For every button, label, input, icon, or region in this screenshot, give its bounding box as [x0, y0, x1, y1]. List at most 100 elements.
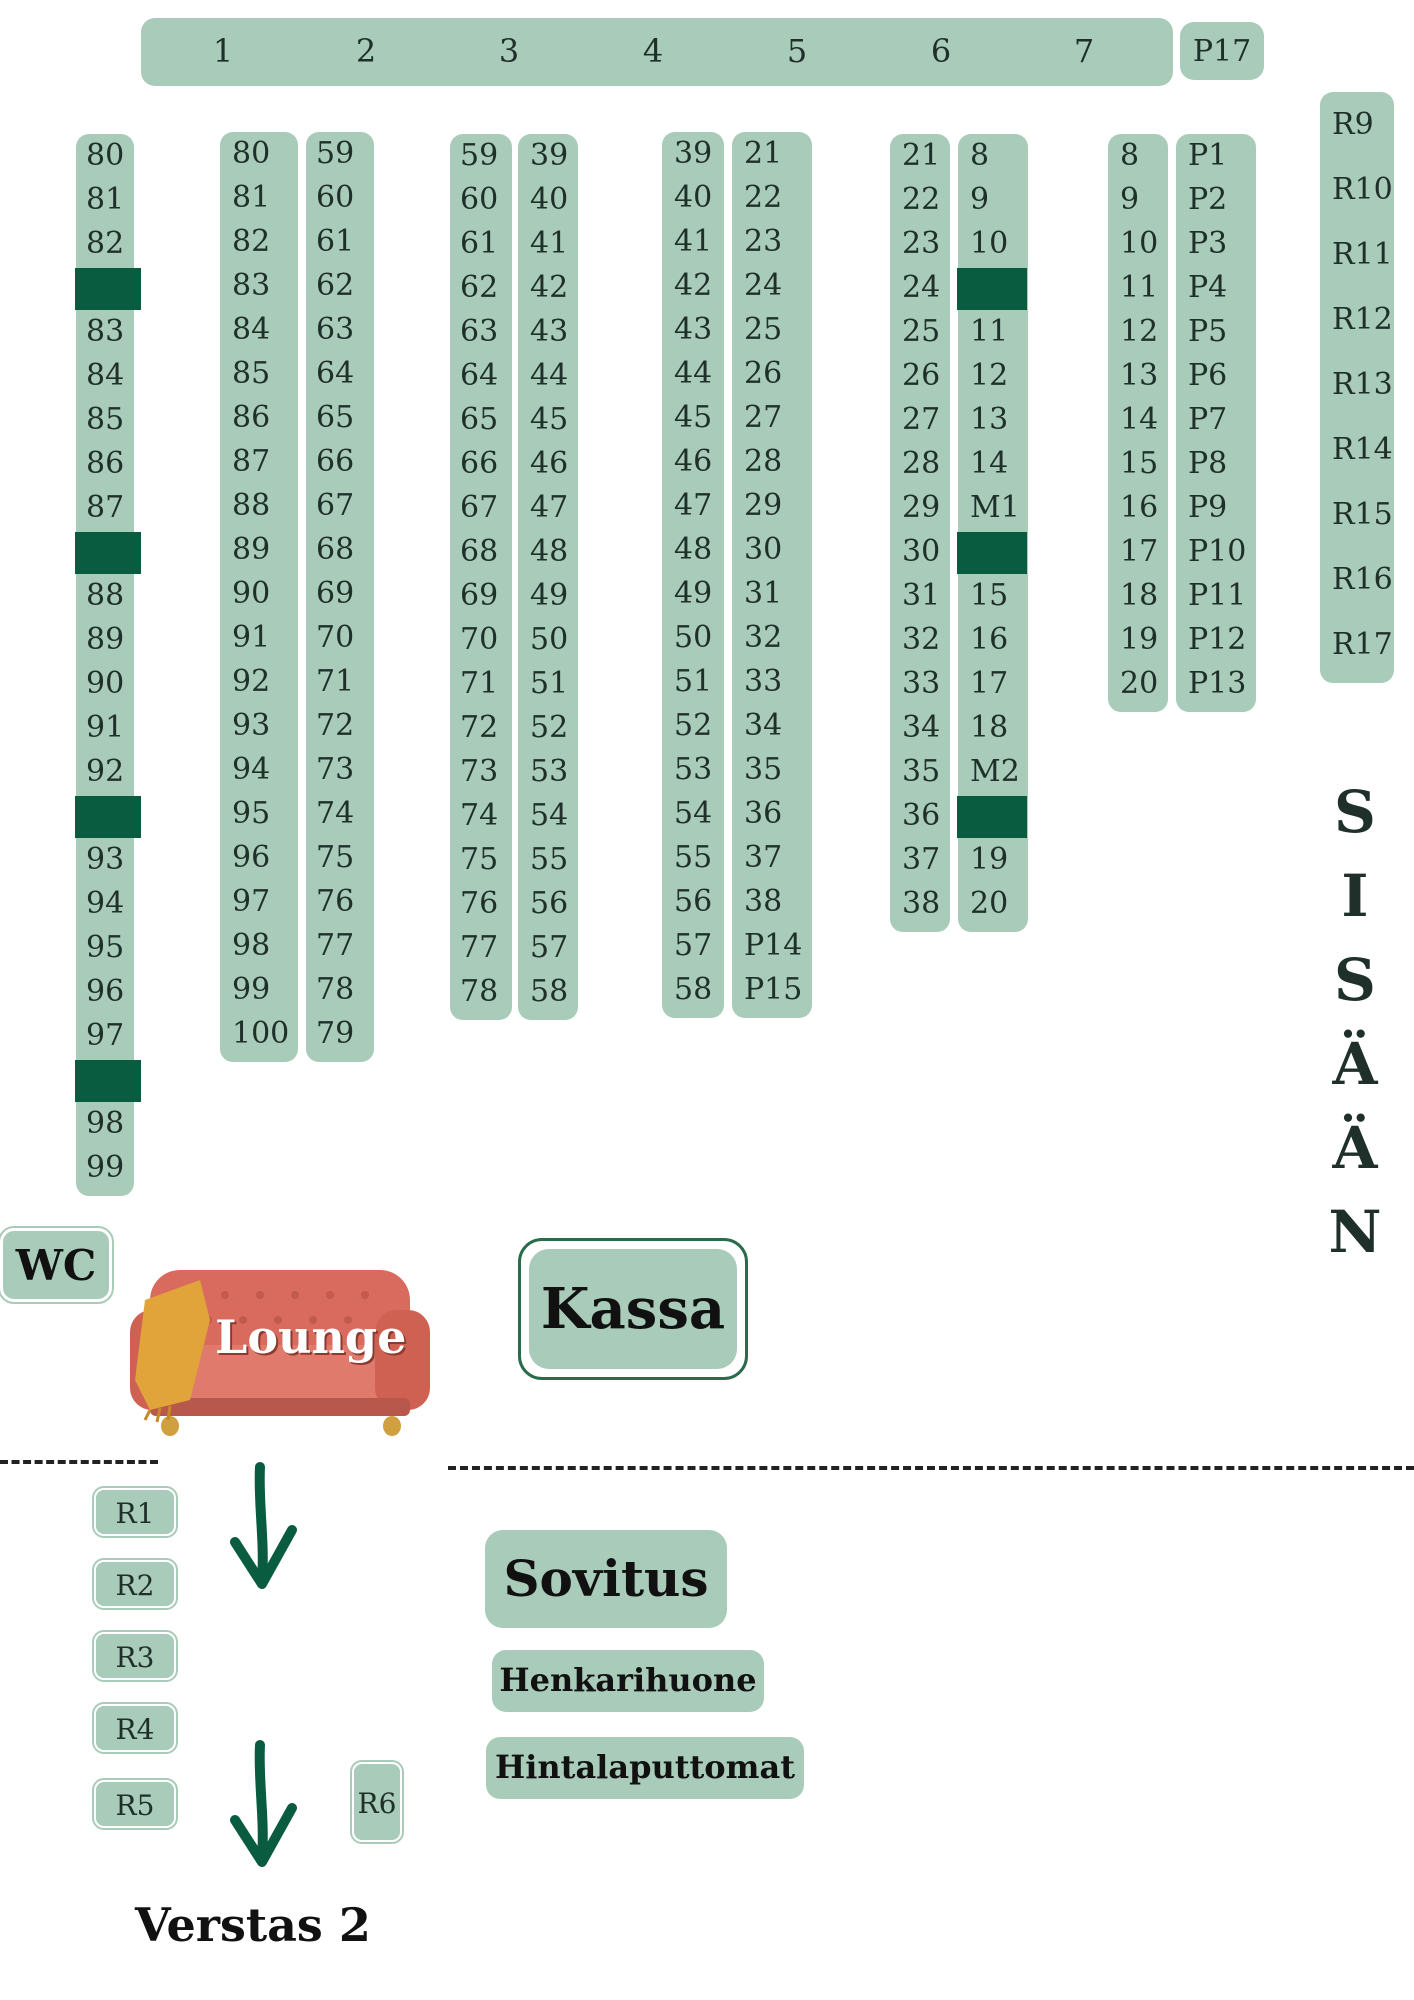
rack-slot: 72: [316, 708, 355, 743]
rack-slot: 83: [86, 314, 125, 349]
rack-slot: P12: [1188, 622, 1247, 657]
rack-slot: 84: [232, 312, 271, 347]
verstas-label: Verstas 2: [135, 1898, 371, 1952]
rack-slot: 92: [86, 754, 125, 789]
rack-slot: 85: [86, 402, 125, 437]
lounge-area: Lounge: [130, 1260, 430, 1440]
rack-slot: 19: [1120, 622, 1159, 657]
rack-slot: 68: [460, 534, 499, 569]
rack-slot: 67: [316, 488, 355, 523]
rack-slot: 13: [970, 402, 1009, 437]
aisle-number: 5: [786, 32, 808, 70]
rack-slot: 81: [232, 180, 271, 215]
rack-slot: 71: [460, 666, 499, 701]
rack-slot: 35: [902, 754, 941, 789]
rack-slot: 44: [674, 356, 713, 391]
rack-slot: 72: [460, 710, 499, 745]
rack-slot: 93: [86, 842, 125, 877]
aisle-number: 7: [1073, 32, 1095, 70]
rack-slot: 25: [902, 314, 941, 349]
blocked-slot: [957, 796, 1027, 838]
rack-slot: R17: [1332, 626, 1393, 662]
rack-slot: 94: [86, 886, 125, 921]
rack-slot: 59: [316, 136, 355, 171]
rack-slot: 35: [744, 752, 783, 787]
rack-slot: 18: [970, 710, 1009, 745]
rack-slot: 93: [232, 708, 271, 743]
rack-slot: 46: [674, 444, 713, 479]
rack-slot: 32: [744, 620, 783, 655]
rack-slot: P5: [1188, 314, 1228, 349]
rack-slot: 98: [232, 928, 271, 963]
rack-slot: 80: [232, 136, 271, 171]
kassa-label: Kassa: [529, 1249, 737, 1369]
rack-slot: 96: [86, 974, 125, 1009]
rack-slot: 27: [744, 400, 783, 435]
rack-slot: 11: [1120, 270, 1159, 305]
rack-slot: 22: [902, 182, 941, 217]
rack-slot: 13: [1120, 358, 1159, 393]
rack-column: [1320, 92, 1394, 683]
rack-slot: 8: [970, 138, 990, 173]
rack-slot: 90: [86, 666, 125, 701]
rack-slot: 82: [86, 226, 125, 261]
rack-slot: P11: [1188, 578, 1247, 613]
aisle-number: 4: [642, 32, 664, 70]
rack-slot: 62: [460, 270, 499, 305]
rack-slot: 44: [530, 358, 569, 393]
rack-slot: 42: [674, 268, 713, 303]
rack-slot: 70: [316, 620, 355, 655]
rack-slot: 40: [674, 180, 713, 215]
rack-slot: 38: [902, 886, 941, 921]
rack-slot: 45: [530, 402, 569, 437]
rack-slot: 24: [902, 270, 941, 305]
rack-slot: P1: [1188, 138, 1228, 173]
rack-slot: 27: [902, 402, 941, 437]
rack-slot: 59: [460, 138, 499, 173]
rack-slot: 26: [902, 358, 941, 393]
rack-slot: 52: [530, 710, 569, 745]
rack-column: [450, 134, 512, 1020]
rack-slot: P4: [1188, 270, 1228, 305]
rack-column: [890, 134, 950, 932]
rack-slot: 69: [316, 576, 355, 611]
rack-slot: 47: [530, 490, 569, 525]
rack-slot: 67: [460, 490, 499, 525]
rack-slot: 31: [744, 576, 783, 611]
entrance-letter: Ä: [1332, 1030, 1378, 1098]
rack-slot: 89: [232, 532, 271, 567]
rack-slot: 80: [86, 138, 125, 173]
rack-slot: 48: [530, 534, 569, 569]
rack-slot: 78: [460, 974, 499, 1009]
rack-slot: 38: [744, 884, 783, 919]
rack-slot: P3: [1188, 226, 1228, 261]
rack-slot: 9: [970, 182, 990, 217]
rack-slot: 37: [744, 840, 783, 875]
rack-slot: 65: [460, 402, 499, 437]
rack-slot: 62: [316, 268, 355, 303]
blocked-slot: [957, 268, 1027, 310]
rack-slot: 49: [674, 576, 713, 611]
rack-slot: 20: [970, 886, 1009, 921]
rack-slot: 91: [232, 620, 271, 655]
rack-slot: 73: [460, 754, 499, 789]
rack-slot: 98: [86, 1106, 125, 1141]
rack-slot: 64: [460, 358, 499, 393]
blocked-slot: [75, 1060, 141, 1102]
rack-slot: 63: [316, 312, 355, 347]
rack-slot: 57: [530, 930, 569, 965]
rack-slot: 42: [530, 270, 569, 305]
rack-slot: 52: [674, 708, 713, 743]
rack-slot: 50: [674, 620, 713, 655]
kassa-frame: Kassa: [518, 1238, 748, 1380]
rack-slot: 28: [902, 446, 941, 481]
rack-slot: 32: [902, 622, 941, 657]
rack-slot: 20: [1120, 666, 1159, 701]
rack-slot: 15: [970, 578, 1009, 613]
rack-slot: P6: [1188, 358, 1228, 393]
rack-slot: R15: [1332, 496, 1393, 532]
rack-slot: 21: [744, 136, 783, 171]
rack-slot: 66: [316, 444, 355, 479]
rack-column: [518, 134, 578, 1020]
rack-slot: 99: [232, 972, 271, 1007]
